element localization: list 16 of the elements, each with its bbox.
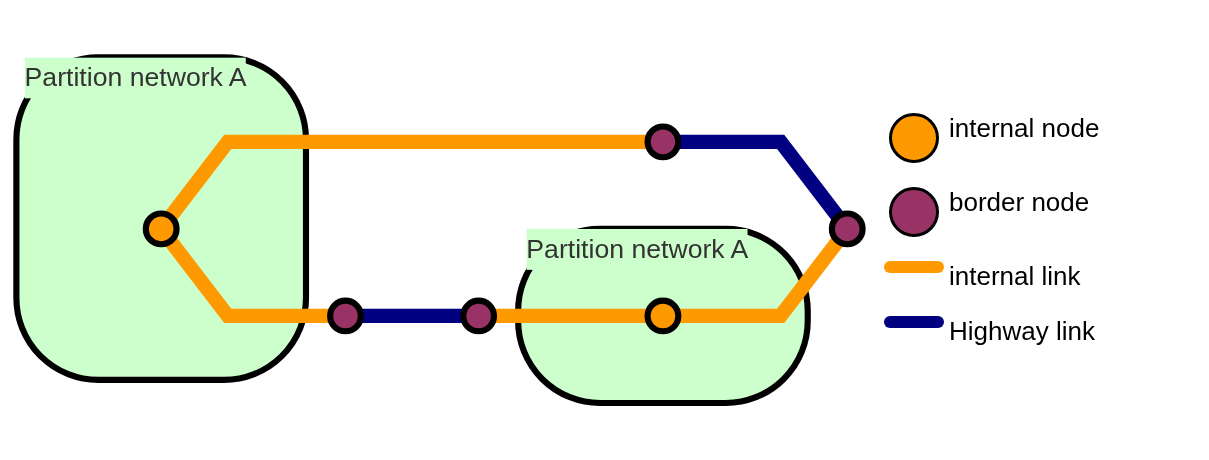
connector [494, 308, 648, 323]
node-circle [142, 210, 180, 248]
connector [360, 308, 464, 323]
connector [164, 134, 648, 221]
connector [678, 134, 844, 221]
legend-label: Highway link [949, 316, 1096, 347]
connector [164, 236, 331, 323]
legend-label: border node [949, 187, 1091, 219]
node-circle [460, 297, 498, 335]
connector [678, 236, 844, 323]
node-circle [644, 123, 682, 161]
legend-label: internal node [949, 113, 1101, 145]
node-circle [828, 210, 866, 248]
node-circle [327, 297, 364, 335]
node-circle [644, 297, 682, 335]
legend-label: internal link [949, 261, 1082, 292]
